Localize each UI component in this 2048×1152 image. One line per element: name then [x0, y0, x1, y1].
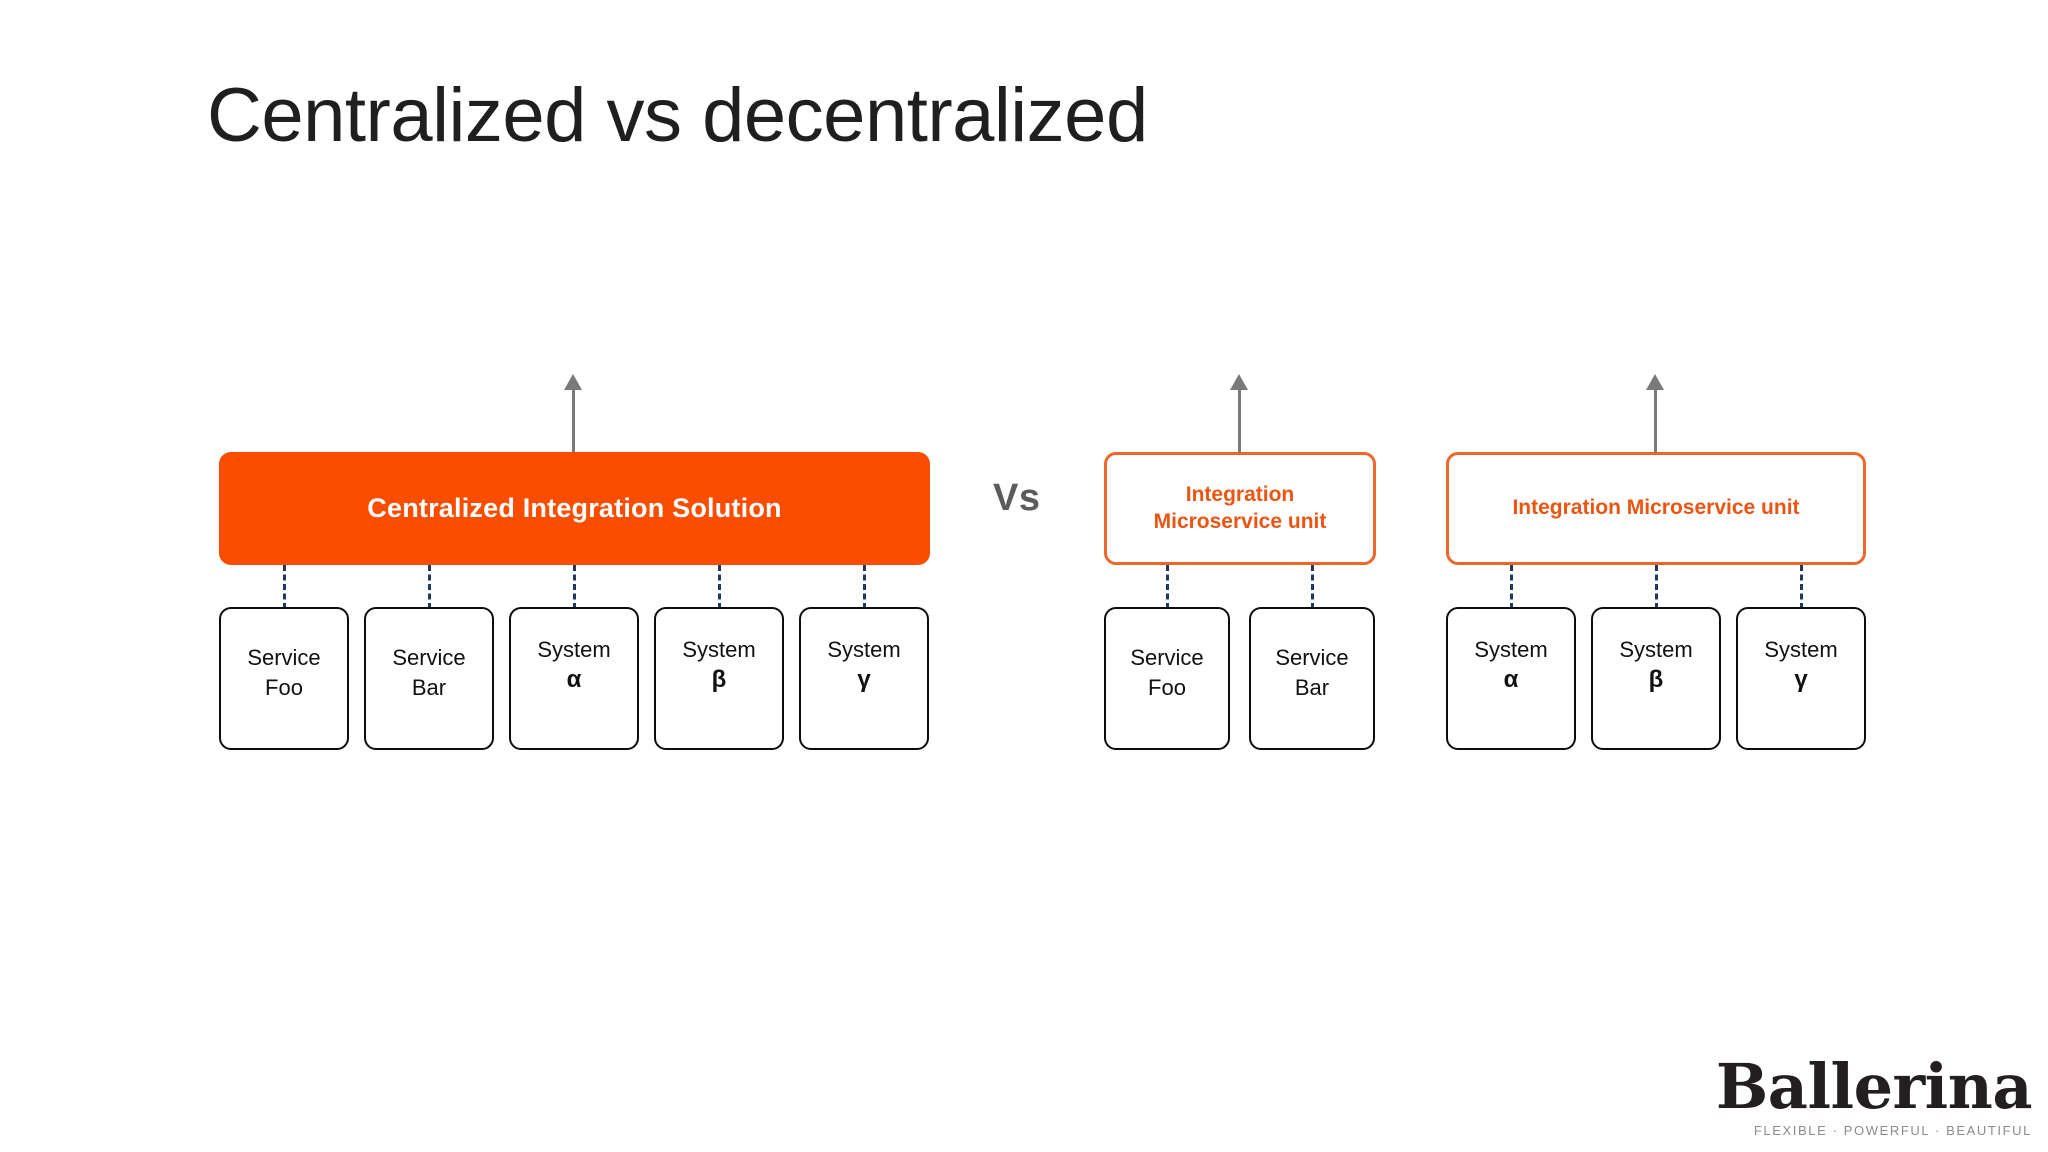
leaf-line2: α — [566, 666, 582, 694]
leaf-system-gamma-left[interactable]: System γ — [799, 607, 929, 750]
leaf-service-bar-left[interactable]: Service Bar — [364, 607, 494, 750]
vs-divider-label: Vs — [993, 477, 1041, 519]
left-hub-outgoing-arrow-line — [572, 388, 575, 454]
leaf-line1: Service — [247, 645, 321, 671]
leaf-service-foo-right[interactable]: Service Foo — [1104, 607, 1230, 750]
connector-left-1 — [283, 565, 286, 609]
hub-label: Centralized Integration Solution — [367, 493, 782, 523]
leaf-line1: System — [537, 636, 611, 662]
leaf-line2: Bar — [1294, 674, 1330, 700]
connector-left-4 — [718, 565, 721, 609]
leaf-line2: Bar — [411, 674, 447, 700]
leaf-line2: Foo — [265, 674, 303, 700]
hub-line1: Integration Microservice unit — [1512, 496, 1800, 520]
connector-right-a-2 — [1311, 565, 1314, 609]
connector-right-b-1 — [1510, 565, 1513, 609]
connector-left-2 — [428, 565, 431, 609]
leaf-line2: β — [1648, 666, 1664, 694]
leaf-line1: System — [1474, 636, 1548, 662]
leaf-line2: γ — [1794, 666, 1808, 694]
leaf-line1: System — [1619, 636, 1693, 662]
leaf-service-bar-right[interactable]: Service Bar — [1249, 607, 1375, 750]
logo-tagline: FLEXIBLE · POWERFUL · BEAUTIFUL — [1753, 1123, 2032, 1138]
leaf-system-beta-right[interactable]: System β — [1591, 607, 1721, 750]
connector-left-3 — [573, 565, 576, 609]
right-a-outgoing-arrow-head — [1230, 374, 1248, 390]
left-hub-outgoing-arrow-head — [564, 374, 582, 390]
leaf-line1: Service — [392, 645, 466, 671]
hub-line2: Microservice unit — [1153, 509, 1327, 533]
leaf-line1: System — [1764, 636, 1838, 662]
leaf-system-beta-left[interactable]: System β — [654, 607, 784, 750]
right-b-outgoing-arrow-head — [1646, 374, 1664, 390]
connector-right-b-2 — [1655, 565, 1658, 609]
leaf-system-alpha-right[interactable]: System α — [1446, 607, 1576, 750]
leaf-line1: Service — [1275, 645, 1349, 671]
connector-left-5 — [863, 565, 866, 609]
hub-line1: Integration — [1185, 482, 1295, 506]
leaf-system-alpha-left[interactable]: System α — [509, 607, 639, 750]
leaf-line1: System — [827, 636, 901, 662]
page-title: Centralized vs decentralized — [207, 73, 1148, 158]
ballerina-logo: Ballerina FLEXIBLE · POWERFUL · BEAUTIFU… — [1715, 1050, 2033, 1139]
hub-integration-microservice-unit-a[interactable]: Integration Microservice unit — [1104, 452, 1376, 565]
leaf-line2: Foo — [1148, 674, 1186, 700]
leaf-service-foo-left[interactable]: Service Foo — [219, 607, 349, 750]
hub-integration-microservice-unit-b[interactable]: Integration Microservice unit — [1446, 452, 1866, 565]
right-a-outgoing-arrow-line — [1238, 388, 1241, 454]
connector-right-a-1 — [1166, 565, 1169, 609]
hub-centralized-integration-solution[interactable]: Centralized Integration Solution — [219, 452, 930, 565]
right-b-outgoing-arrow-line — [1654, 388, 1657, 454]
leaf-system-gamma-right[interactable]: System γ — [1736, 607, 1866, 750]
leaf-line2: β — [711, 666, 727, 694]
leaf-line1: System — [682, 636, 756, 662]
leaf-line2: γ — [857, 666, 871, 694]
connector-right-b-3 — [1800, 565, 1803, 609]
logo-wordmark: Ballerina — [1715, 1050, 2033, 1123]
leaf-line2: α — [1503, 666, 1519, 694]
leaf-line1: Service — [1130, 645, 1204, 671]
